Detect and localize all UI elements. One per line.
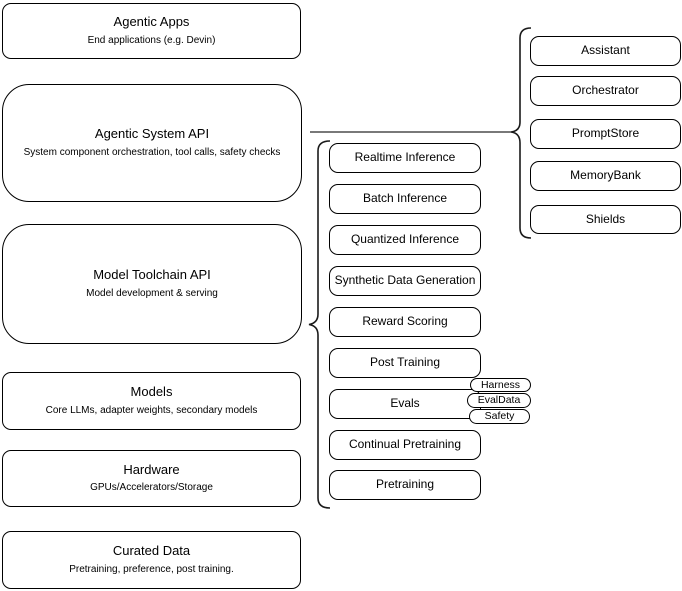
pill-evaldata: EvalData [467, 393, 531, 408]
node-evals: Evals [329, 389, 481, 419]
node-subtitle: Model development & serving [86, 287, 218, 299]
node-label: Assistant [581, 43, 630, 58]
node-subtitle: System component orchestration, tool cal… [23, 146, 281, 158]
node-continual-pretraining: Continual Pretraining [329, 430, 481, 460]
node-pretraining: Pretraining [329, 470, 481, 500]
node-label: Evals [390, 396, 420, 411]
node-assistant: Assistant [530, 36, 681, 66]
node-label: Synthetic Data Generation [334, 273, 476, 288]
node-orchestrator: Orchestrator [530, 76, 681, 106]
node-label: Continual Pretraining [348, 437, 462, 452]
node-hardware: Hardware GPUs/Accelerators/Storage [2, 450, 301, 507]
node-title: Agentic Apps [113, 14, 190, 30]
toolchain-group-brace [308, 140, 331, 509]
node-label: Shields [585, 211, 626, 226]
node-label: MemoryBank [570, 168, 641, 183]
node-title: Models [130, 384, 173, 400]
node-batch-inference: Batch Inference [329, 184, 481, 214]
node-label: Realtime Inference [354, 150, 456, 165]
node-curated-data: Curated Data Pretraining, preference, po… [2, 531, 301, 589]
node-model-toolchain-api: Model Toolchain API Model development & … [2, 224, 302, 344]
node-agentic-system-api: Agentic System API System component orch… [2, 84, 302, 202]
node-subtitle: Core LLMs, adapter weights, secondary mo… [45, 404, 258, 416]
node-promptstore: PromptStore [530, 119, 681, 149]
node-synthetic-data-generation: Synthetic Data Generation [329, 266, 481, 296]
node-agentic-apps: Agentic Apps End applications (e.g. Devi… [2, 3, 301, 59]
node-subtitle: Pretraining, preference, post training. [69, 563, 234, 575]
node-post-training: Post Training [329, 348, 481, 378]
node-label: Post Training [369, 355, 441, 370]
node-label: Quantized Inference [350, 232, 460, 247]
node-title: Agentic System API [94, 126, 210, 142]
pill-label: EvalData [477, 394, 521, 407]
node-label: PromptStore [571, 126, 640, 141]
node-realtime-inference: Realtime Inference [329, 143, 481, 173]
node-label: Reward Scoring [362, 314, 448, 329]
pill-label: Safety [484, 410, 515, 423]
node-label: Orchestrator [572, 83, 639, 98]
node-reward-scoring: Reward Scoring [329, 307, 481, 337]
node-subtitle: GPUs/Accelerators/Storage [90, 482, 213, 494]
node-title: Model Toolchain API [93, 267, 211, 283]
node-quantized-inference: Quantized Inference [329, 225, 481, 255]
node-label: Pretraining [375, 477, 435, 492]
pill-label: Harness [480, 378, 521, 391]
pill-harness: Harness [470, 378, 531, 392]
node-subtitle: End applications (e.g. Devin) [87, 34, 216, 46]
system-group-brace [510, 27, 532, 239]
pill-safety: Safety [469, 409, 530, 424]
node-models: Models Core LLMs, adapter weights, secon… [2, 372, 301, 430]
node-label: Batch Inference [362, 191, 448, 206]
node-memorybank: MemoryBank [530, 161, 681, 191]
node-title: Curated Data [112, 543, 191, 559]
node-shields: Shields [530, 205, 681, 234]
node-title: Hardware [123, 461, 180, 477]
